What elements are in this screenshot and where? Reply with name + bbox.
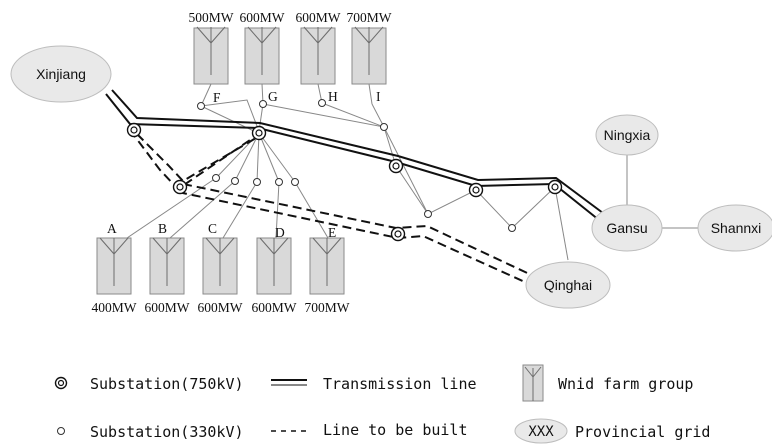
legend-line-to-be-built: Line to be built <box>271 421 468 439</box>
substation-750-6 <box>547 179 563 195</box>
grid-xinjiang: Xinjiang <box>10 45 112 103</box>
svg-text:Ningxia: Ningxia <box>604 127 651 143</box>
wind-farm-bottom-d: 600MW <box>252 237 297 315</box>
farm-e-capacity: 700MW <box>305 300 350 315</box>
farm-c-letter: C <box>208 221 217 236</box>
farm-h-letter: H <box>328 89 338 104</box>
farm-b-letter: B <box>158 221 167 236</box>
farm-d-capacity: 600MW <box>252 300 297 315</box>
grid-qinghai: Qinghai <box>525 261 611 309</box>
svg-text:Substation(750kV): Substation(750kV) <box>90 375 244 393</box>
wind-farm-top-f: 500MW <box>189 10 234 85</box>
substation-750-2 <box>251 125 267 141</box>
svg-text:Xinjiang: Xinjiang <box>36 66 86 82</box>
farm-a-capacity: 400MW <box>92 300 137 315</box>
farm-d-letter: D <box>275 225 285 240</box>
wind-farm-bottom-a: 400MW <box>92 237 137 315</box>
svg-text:Qinghai: Qinghai <box>544 277 592 293</box>
legend-wind-farm-group: Wnid farm group <box>522 364 693 402</box>
substation-750-7 <box>390 226 406 242</box>
wind-farm-top-i: 700MW <box>347 10 392 85</box>
wind-farm-top-g: 600MW <box>240 10 285 85</box>
wind-farm-bottom-c: 600MW <box>198 237 243 315</box>
wind-farm-bottom-b: 600MW <box>145 237 190 315</box>
lines-to-be-built <box>129 129 541 288</box>
legend-grid-symbol: XXX <box>528 424 554 440</box>
legend-substation-330: Substation(330kV) <box>57 423 244 441</box>
farm-e-letter: E <box>328 225 336 240</box>
svg-text:Wnid farm group: Wnid farm group <box>558 375 693 393</box>
legend-provincial-grid: XXX Provincial grid <box>514 418 710 444</box>
svg-text:Transmission line: Transmission line <box>323 375 477 393</box>
farm-letter-labels: F G H I A B C D E <box>107 89 381 240</box>
farm-c-capacity: 600MW <box>198 300 243 315</box>
transmission-lines <box>105 89 612 225</box>
grid-ningxia: Ningxia <box>595 114 659 156</box>
farm-h-capacity: 600MW <box>296 10 341 25</box>
wind-farm-top-h: 600MW <box>296 10 341 85</box>
legend-transmission-line: Transmission line <box>271 375 477 393</box>
farm-g-letter: G <box>268 89 278 104</box>
substations-750kv <box>126 122 563 242</box>
legend: Substation(750kV) Substation(330kV) Tran… <box>54 364 710 444</box>
grid-gansu: Gansu <box>591 204 663 252</box>
svg-text:Shannxi: Shannxi <box>711 220 762 236</box>
substation-750-4 <box>388 158 404 174</box>
grid-shannxi: Shannxi <box>697 204 772 252</box>
farm-g-capacity: 600MW <box>240 10 285 25</box>
substation-750-3 <box>172 179 188 195</box>
substation-750-1 <box>126 122 142 138</box>
farm-i-letter: I <box>376 89 381 104</box>
wind-farm-bottom-e: 700MW <box>305 237 350 315</box>
legend-substation-750: Substation(750kV) <box>54 375 244 393</box>
substation-750-5 <box>468 182 484 198</box>
farm-f-capacity: 500MW <box>189 10 234 25</box>
svg-text:Gansu: Gansu <box>606 220 647 236</box>
farm-f-letter: F <box>213 90 221 105</box>
svg-text:Substation(330kV): Substation(330kV) <box>90 423 244 441</box>
farm-a-letter: A <box>107 221 117 236</box>
farm-b-capacity: 600MW <box>145 300 190 315</box>
svg-text:Line to be built: Line to be built <box>323 421 468 439</box>
farm-i-capacity: 700MW <box>347 10 392 25</box>
svg-text:Provincial grid: Provincial grid <box>575 423 710 441</box>
substations-330kv <box>197 99 516 232</box>
